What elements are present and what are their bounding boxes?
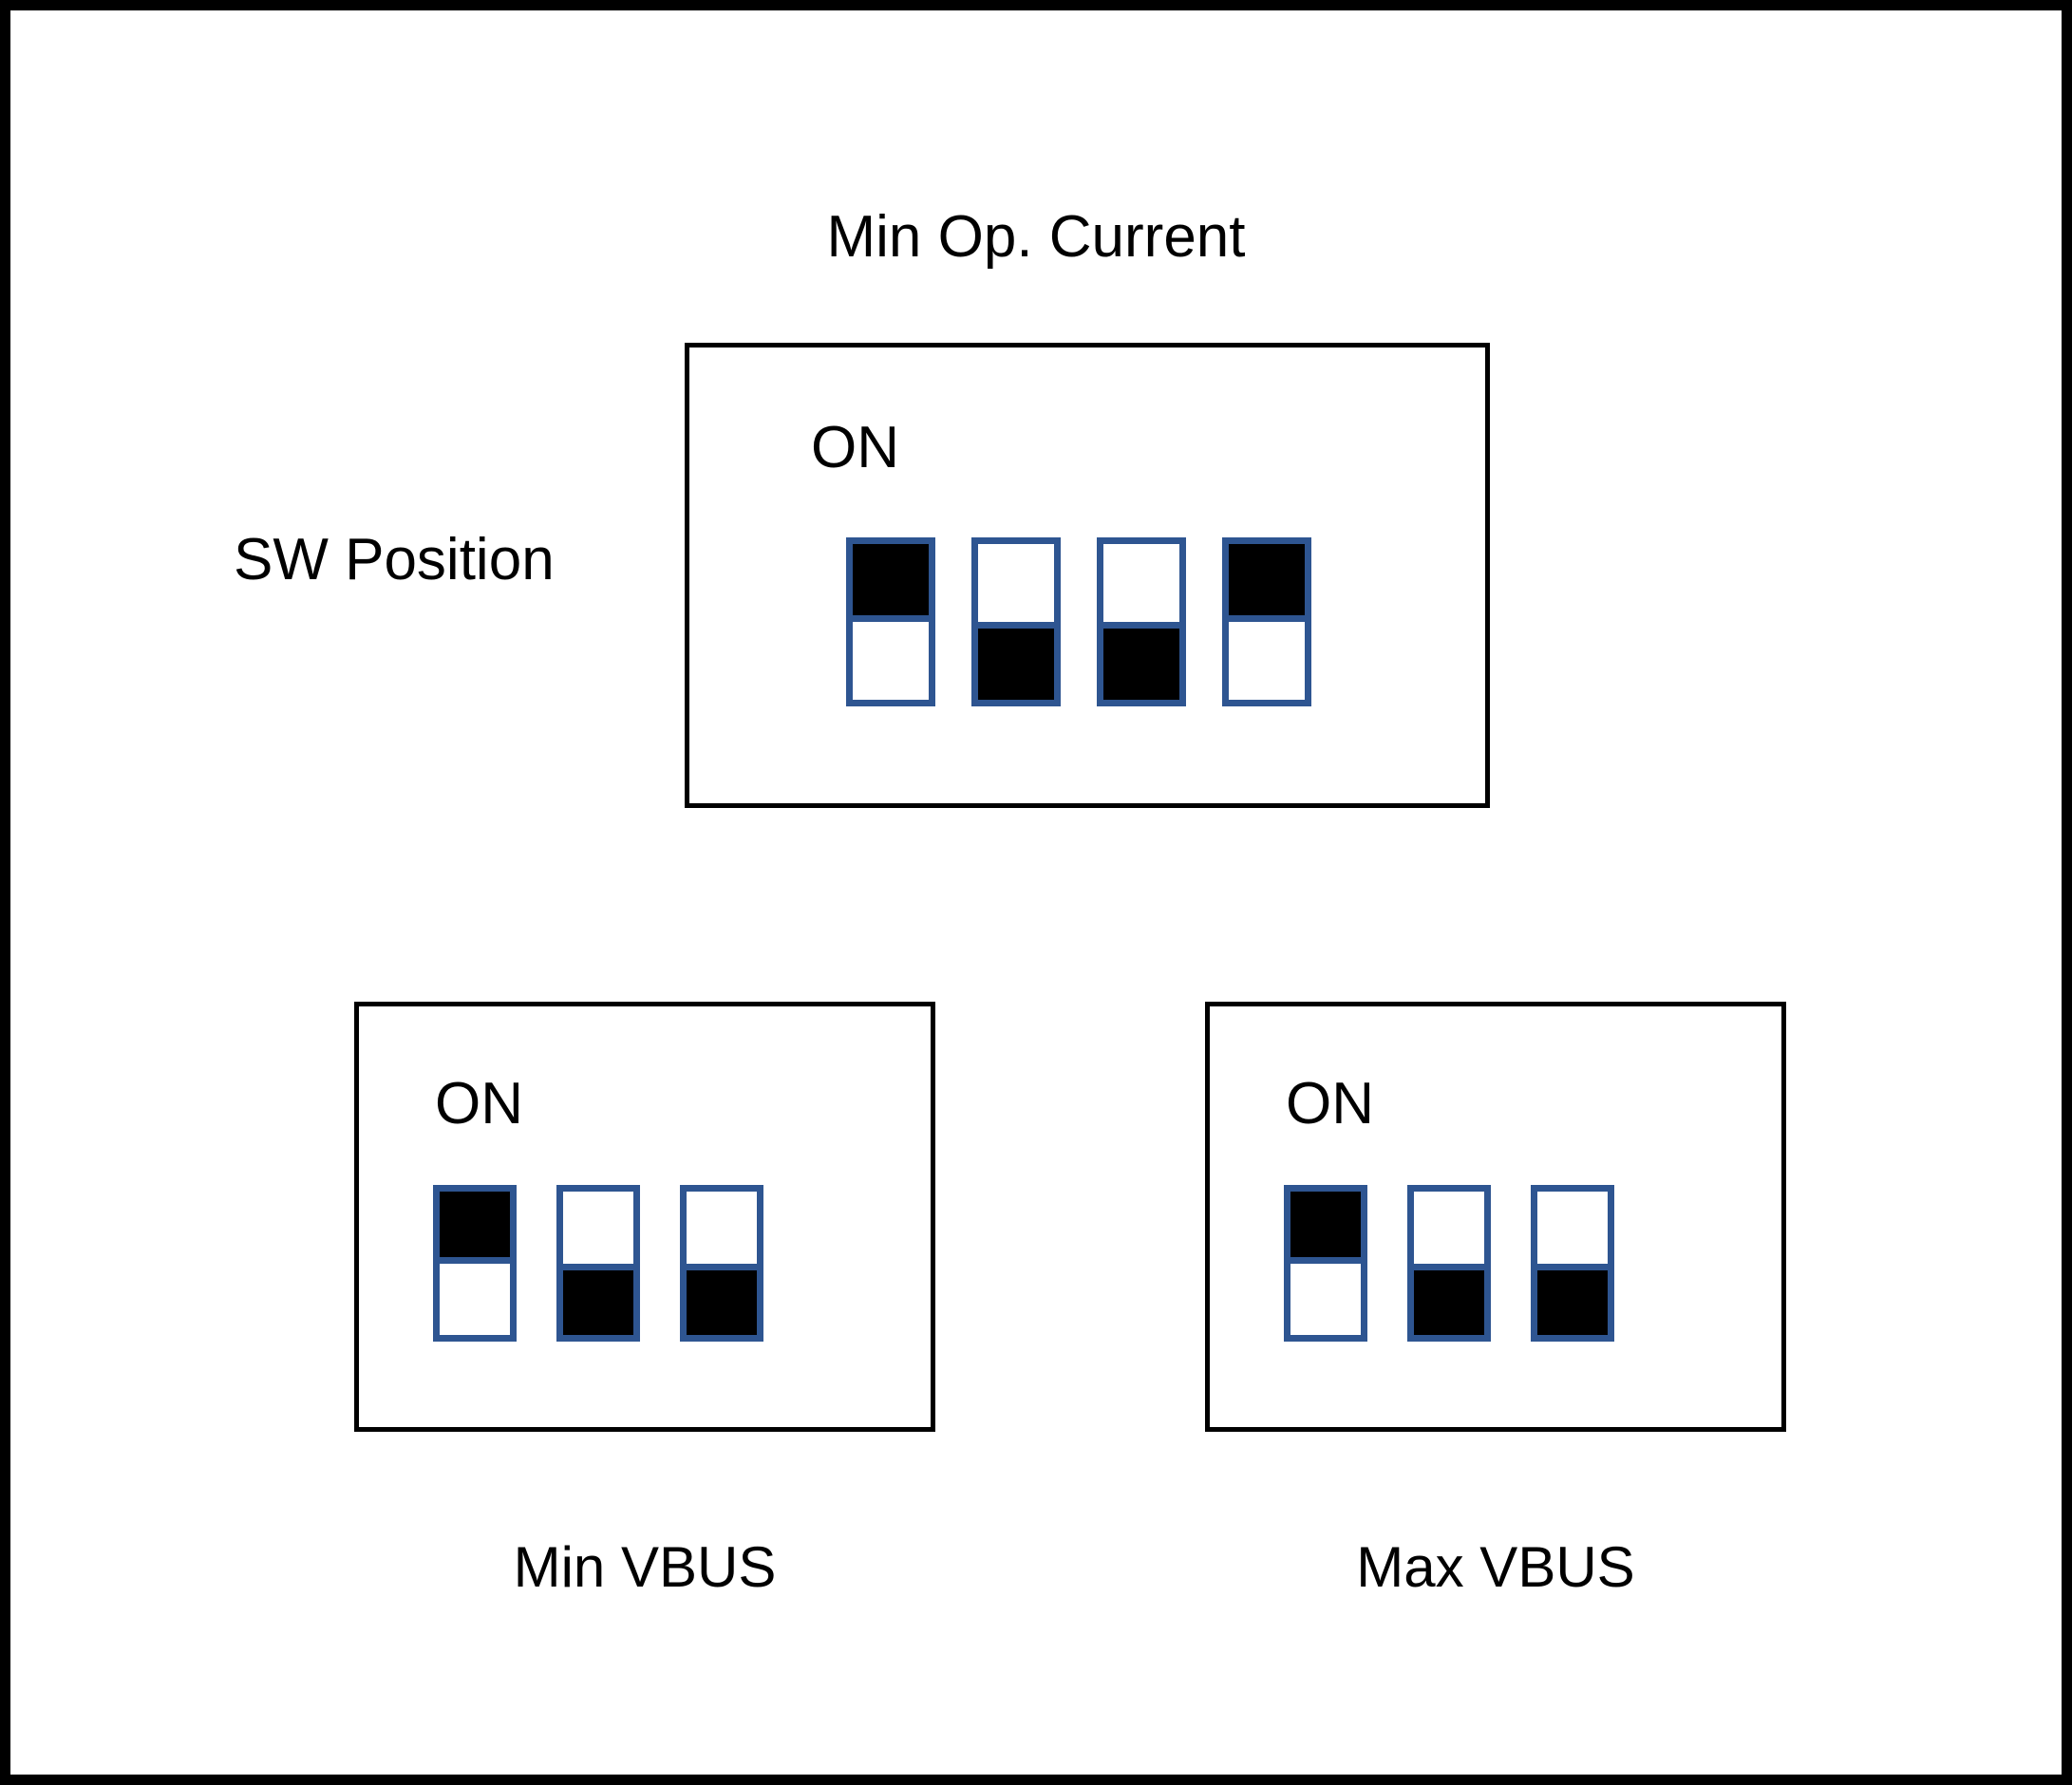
switch-bottom-half <box>687 1263 757 1335</box>
switch-bottom-half <box>1537 1263 1608 1335</box>
switch-bottom-half <box>853 622 929 700</box>
switch-top-half <box>978 544 1054 622</box>
page-title: Min Op. Current <box>826 204 1246 270</box>
dip-switch-1[interactable] <box>433 1185 517 1342</box>
switch-top-half <box>1414 1192 1484 1264</box>
switch-top-half <box>563 1192 633 1264</box>
switch-bottom-half <box>1229 622 1305 700</box>
switch-top-half <box>1229 544 1305 622</box>
switch-panel-max-vbus: ON <box>1205 1002 1786 1432</box>
on-label: ON <box>1286 1071 1374 1137</box>
dip-switch-2[interactable] <box>556 1185 640 1342</box>
caption-min-vbus: Min VBUS <box>513 1535 777 1599</box>
dip-switch-1[interactable] <box>1284 1185 1367 1342</box>
on-label: ON <box>435 1071 523 1137</box>
dip-switch-1[interactable] <box>846 537 935 706</box>
switch-top-half <box>440 1192 510 1264</box>
dip-switch-2[interactable] <box>1407 1185 1491 1342</box>
dip-switch-3[interactable] <box>1531 1185 1614 1342</box>
switch-panel-min-vbus: ON <box>354 1002 935 1432</box>
dip-switch-4[interactable] <box>1222 537 1311 706</box>
dip-switch-3[interactable] <box>1097 537 1186 706</box>
dip-switch-3[interactable] <box>680 1185 763 1342</box>
dip-switch-2[interactable] <box>971 537 1061 706</box>
switch-bottom-half <box>440 1263 510 1335</box>
switch-bottom-half <box>563 1263 633 1335</box>
switch-row <box>846 537 1311 706</box>
caption-max-vbus: Max VBUS <box>1356 1535 1635 1599</box>
switch-bottom-half <box>978 622 1054 700</box>
on-label: ON <box>811 415 899 480</box>
switch-bottom-half <box>1103 622 1179 700</box>
switch-top-half <box>853 544 929 622</box>
switch-row <box>433 1185 763 1342</box>
switch-row <box>1284 1185 1614 1342</box>
switch-top-half <box>1537 1192 1608 1264</box>
switch-bottom-half <box>1414 1263 1484 1335</box>
switch-top-half <box>1103 544 1179 622</box>
switch-bottom-half <box>1290 1263 1361 1335</box>
switch-top-half <box>1290 1192 1361 1264</box>
sw-position-label: SW Position <box>234 527 555 592</box>
switch-panel-min-op-current: ON <box>685 343 1490 808</box>
switch-top-half <box>687 1192 757 1264</box>
